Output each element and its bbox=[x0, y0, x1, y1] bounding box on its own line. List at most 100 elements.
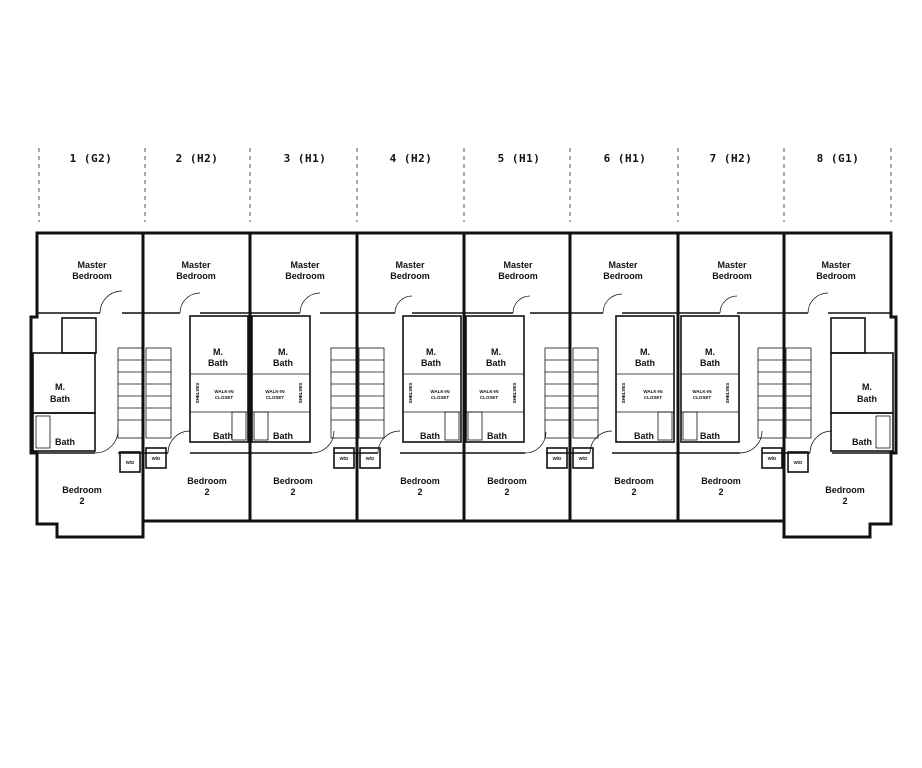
unit-label-1: 1 (G2) bbox=[70, 152, 113, 165]
closet-label-3: WALK-IN bbox=[265, 389, 284, 394]
shelves-label-6: SHELVES bbox=[621, 383, 626, 404]
bedroom2-label-7b: 2 bbox=[718, 487, 723, 497]
bedroom2-label-5: Bedroom bbox=[487, 476, 527, 486]
bath-label-1: Bath bbox=[55, 437, 75, 447]
mbath-label-2b: Bath bbox=[208, 358, 228, 368]
bedroom2-label-7: Bedroom bbox=[701, 476, 741, 486]
wd-label-7: W/D bbox=[768, 456, 777, 461]
master-bedroom-label-4: Master bbox=[395, 260, 425, 270]
closet-label-5: WALK-IN bbox=[479, 389, 498, 394]
bath-label-6: Bath bbox=[634, 431, 654, 441]
wd-label-4: W/D bbox=[366, 456, 375, 461]
bedroom2-label-1b: 2 bbox=[79, 496, 84, 506]
shelves-label-7: SHELVES bbox=[725, 383, 730, 404]
closet-label-7b: CLOSET bbox=[693, 395, 712, 400]
stair-unit-5 bbox=[544, 347, 571, 439]
bedroom2-label-6b: 2 bbox=[631, 487, 636, 497]
mbath-label-3: M. bbox=[278, 347, 288, 357]
mbath-label-3b: Bath bbox=[273, 358, 293, 368]
master-bedroom-label-7b: Bedroom bbox=[712, 271, 752, 281]
wd-label-3: W/D bbox=[340, 456, 349, 461]
master-bedroom-label-5b: Bedroom bbox=[498, 271, 538, 281]
master-bedroom-label-1: Master bbox=[77, 260, 107, 270]
bedroom2-label-2b: 2 bbox=[204, 487, 209, 497]
unit-label-2: 2 (H2) bbox=[176, 152, 219, 165]
wd-label-8: W/D bbox=[794, 460, 803, 465]
mbath-label-6b: Bath bbox=[635, 358, 655, 368]
shelves-label-5: SHELVES bbox=[512, 383, 517, 404]
stair-unit-6 bbox=[572, 347, 599, 439]
bath-label-8: Bath bbox=[852, 437, 872, 447]
master-bedroom-label-7: Master bbox=[717, 260, 747, 270]
closet-label-5b: CLOSET bbox=[480, 395, 499, 400]
bedroom2-label-8: Bedroom bbox=[825, 485, 865, 495]
mbath-label-2: M. bbox=[213, 347, 223, 357]
master-bedroom-label-5: Master bbox=[503, 260, 533, 270]
wd-label-2: W/D bbox=[152, 456, 161, 461]
bedroom2-label-2: Bedroom bbox=[187, 476, 227, 486]
bath-label-7: Bath bbox=[700, 431, 720, 441]
stair-unit-8 bbox=[785, 347, 812, 439]
bedroom2-label-8b: 2 bbox=[842, 496, 847, 506]
unit-label-8: 8 (G1) bbox=[817, 152, 860, 165]
mbath-label-1: M. bbox=[55, 382, 65, 392]
master-bedroom-label-6b: Bedroom bbox=[603, 271, 643, 281]
master-bedroom-label-3b: Bedroom bbox=[285, 271, 325, 281]
closet-label-4b: CLOSET bbox=[431, 395, 450, 400]
closet-label-6b: CLOSET bbox=[644, 395, 663, 400]
master-bedroom-label-2b: Bedroom bbox=[176, 271, 216, 281]
wd-label-6: W/D bbox=[579, 456, 588, 461]
unit-label-7: 7 (H2) bbox=[710, 152, 753, 165]
bath-label-5: Bath bbox=[487, 431, 507, 441]
master-bedroom-label-2: Master bbox=[181, 260, 211, 270]
mbath-label-7: M. bbox=[705, 347, 715, 357]
mbath-label-8b: Bath bbox=[857, 394, 877, 404]
bedroom2-label-5b: 2 bbox=[504, 487, 509, 497]
wd-label-5: W/D bbox=[553, 456, 562, 461]
stair-unit-4 bbox=[358, 347, 385, 439]
mbath-label-5b: Bath bbox=[486, 358, 506, 368]
bedroom2-label-4: Bedroom bbox=[400, 476, 440, 486]
mbath-label-8: M. bbox=[862, 382, 872, 392]
mbath-label-6: M. bbox=[640, 347, 650, 357]
shelves-label-3: SHELVES bbox=[298, 383, 303, 404]
room-labels: Master Bedroom M. Bath Bath Bedroom 2 W/… bbox=[50, 260, 877, 506]
master-bedroom-label-1b: Bedroom bbox=[72, 271, 112, 281]
exterior-walls bbox=[29, 231, 898, 539]
unit-label-3: 3 (H1) bbox=[284, 152, 327, 165]
mbath-label-1b: Bath bbox=[50, 394, 70, 404]
mbath-label-4: M. bbox=[426, 347, 436, 357]
closet-label-2: WALK-IN bbox=[214, 389, 233, 394]
stair-unit-1 bbox=[117, 347, 144, 439]
master-bedroom-label-4b: Bedroom bbox=[390, 271, 430, 281]
closet-label-3b: CLOSET bbox=[266, 395, 285, 400]
closet-label-4: WALK-IN bbox=[430, 389, 449, 394]
shelves-label-2: SHELVES bbox=[195, 383, 200, 404]
shelves-label-4: SHELVES bbox=[408, 383, 413, 404]
bath-label-4: Bath bbox=[420, 431, 440, 441]
master-bedroom-label-6: Master bbox=[608, 260, 638, 270]
stair-unit-2 bbox=[145, 347, 172, 439]
closet-label-6: WALK-IN bbox=[643, 389, 662, 394]
bedroom2-label-3: Bedroom bbox=[273, 476, 313, 486]
mbath-label-7b: Bath bbox=[700, 358, 720, 368]
interior-details bbox=[32, 232, 894, 522]
wd-label-1: W/D bbox=[126, 460, 135, 465]
mbath-label-4b: Bath bbox=[421, 358, 441, 368]
unit-label-6: 6 (H1) bbox=[604, 152, 647, 165]
bedroom2-label-3b: 2 bbox=[290, 487, 295, 497]
master-bedroom-label-8: Master bbox=[821, 260, 851, 270]
closet-label-2b: CLOSET bbox=[215, 395, 234, 400]
bedroom2-label-4b: 2 bbox=[417, 487, 422, 497]
unit-dividers bbox=[38, 148, 892, 222]
closet-label-7: WALK-IN bbox=[692, 389, 711, 394]
stair-unit-3 bbox=[330, 347, 357, 439]
unit-labels: 1 (G2) 2 (H2) 3 (H1) 4 (H2) 5 (H1) 6 (H1… bbox=[70, 152, 860, 165]
bedroom2-label-1: Bedroom bbox=[62, 485, 102, 495]
unit-label-5: 5 (H1) bbox=[498, 152, 541, 165]
master-bedroom-label-8b: Bedroom bbox=[816, 271, 856, 281]
unit-label-4: 4 (H2) bbox=[390, 152, 433, 165]
bedroom2-label-6: Bedroom bbox=[614, 476, 654, 486]
mbath-label-5: M. bbox=[491, 347, 501, 357]
